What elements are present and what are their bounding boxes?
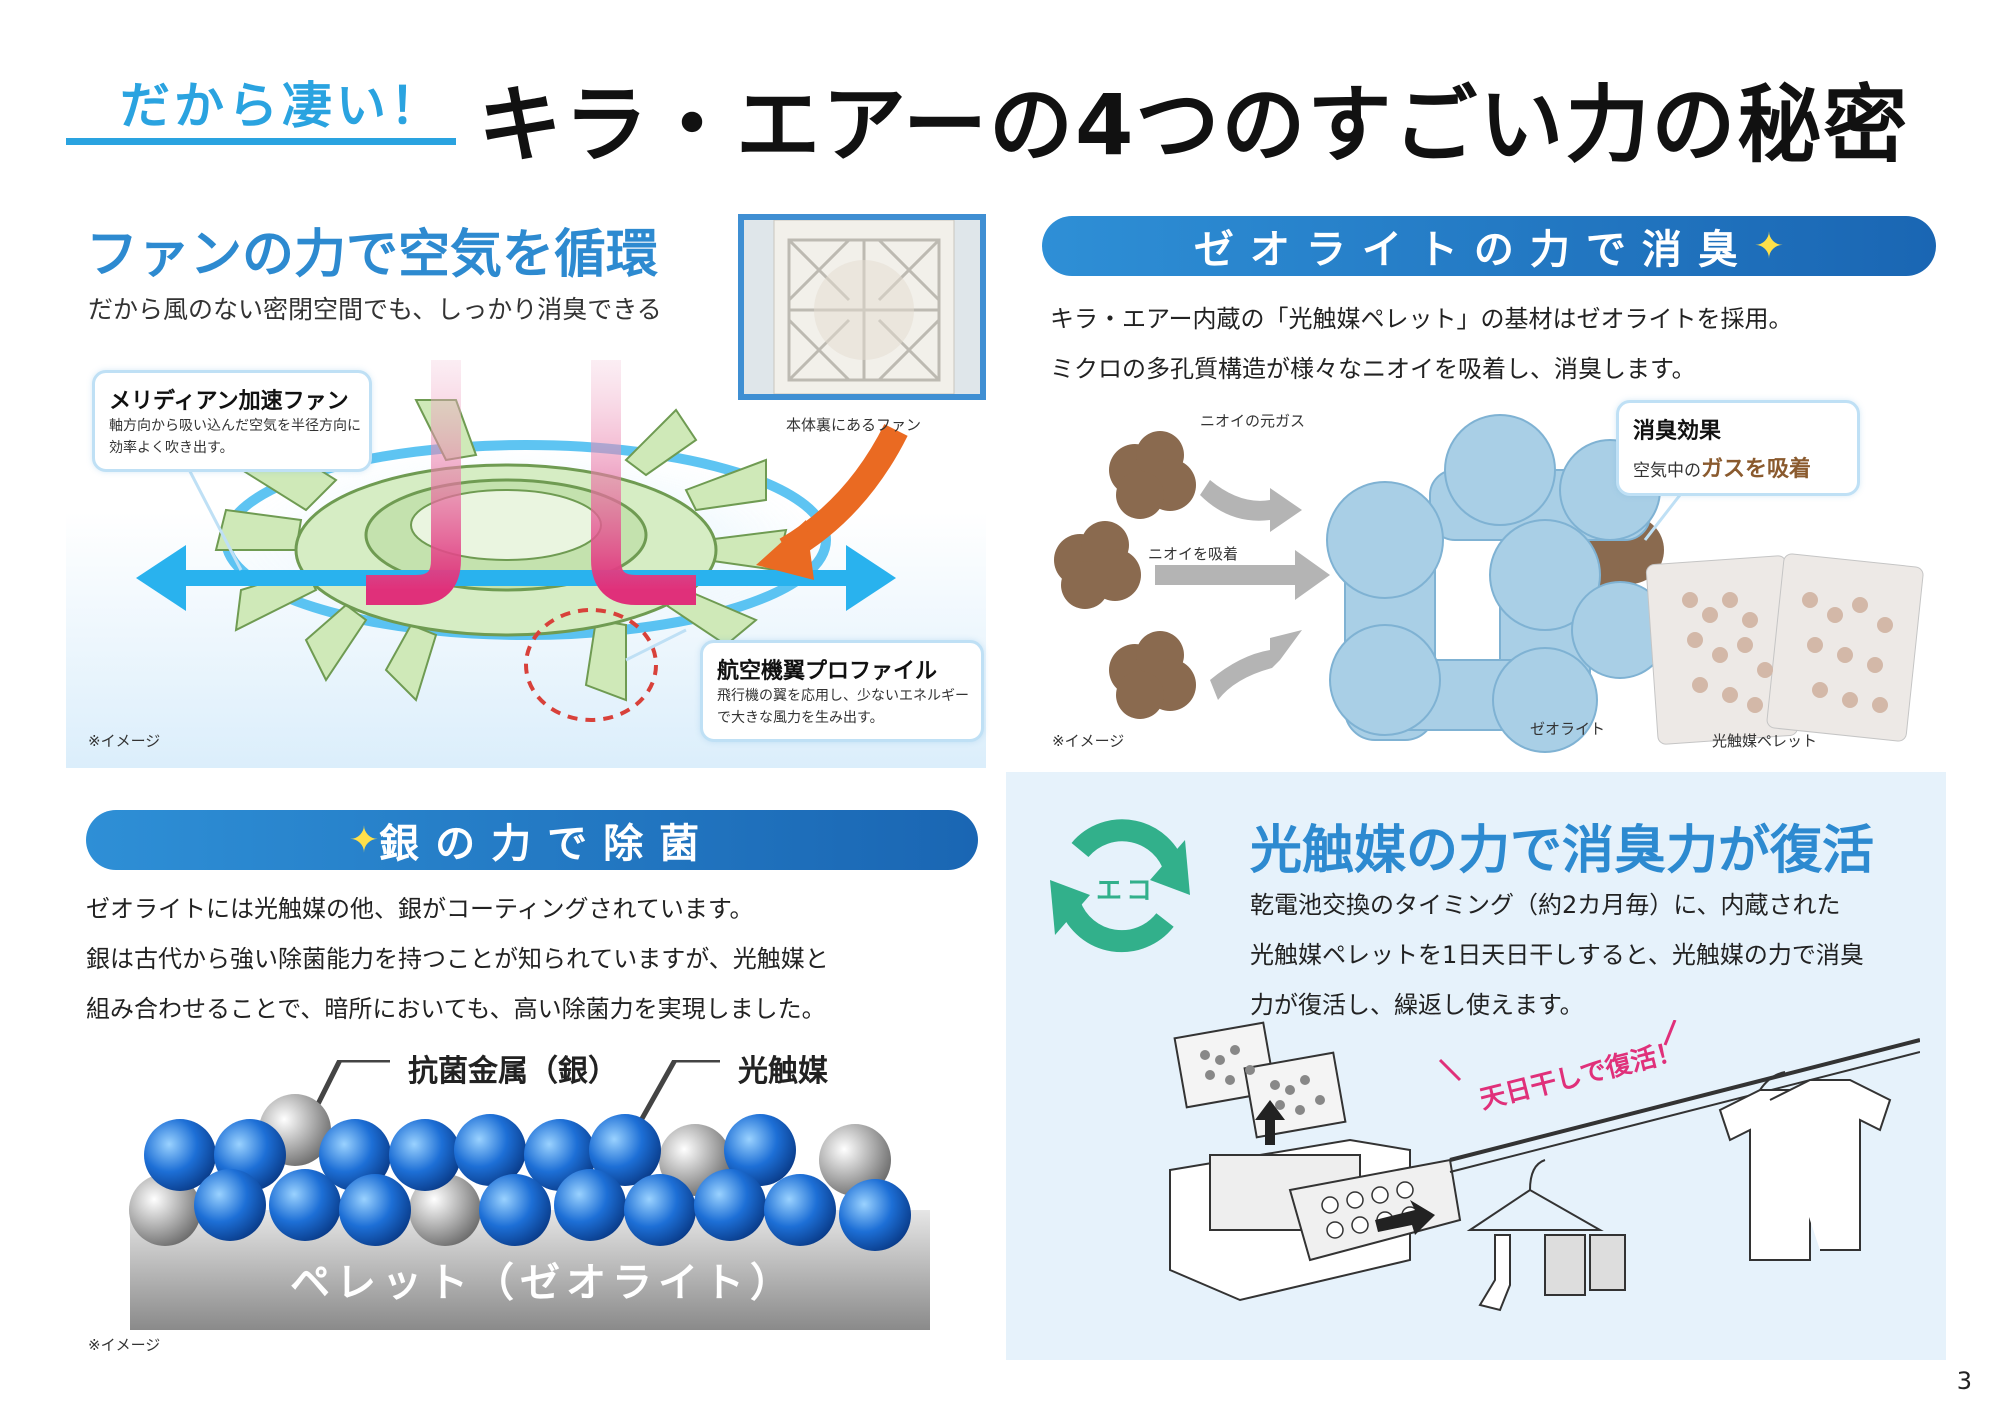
zeolite-heading-pill: ゼオライトの力で消臭 ✦ <box>1042 216 1936 276</box>
eco-label: エコ <box>1096 876 1157 906</box>
silver-illustration <box>129 1060 930 1330</box>
fan-image-note: ※イメージ <box>88 732 161 750</box>
silver-heading-pill: ✦ 銀の力で除菌 <box>86 810 978 870</box>
callout-text: 軸方向から吸い込んだ空気を半径方向に <box>109 418 361 434</box>
fan-photo-caption: 本体裏にあるファン <box>786 416 922 434</box>
callout-title: メリディアン加速ファン <box>109 389 349 414</box>
sparkle-icon: ✦ <box>348 819 380 861</box>
zeolite-illustration <box>1054 414 1924 753</box>
page-number: 3 <box>1956 1367 1972 1395</box>
fan-illustration <box>136 360 908 722</box>
callout-title: 消臭効果 <box>1633 419 1722 444</box>
label-zeolite: ゼオライト <box>1530 720 1606 738</box>
fan-photo <box>738 214 986 400</box>
silver-text-3: 組み合わせることで、暗所においても、高い除菌力を実現しました。 <box>86 995 826 1023</box>
zeolite-callout-effect: 消臭効果 空気中のガスを吸着 <box>1616 400 1860 496</box>
label-odor-adsorb: ニオイを吸着 <box>1148 545 1239 563</box>
label-antibacterial-silver: 抗菌金属（銀） <box>408 1054 618 1089</box>
zeolite-image-note: ※イメージ <box>1052 732 1125 750</box>
silver-text-2: 銀は古代から強い除菌能力を持つことが知られていますが、光触媒と <box>86 945 829 973</box>
silver-heading: 銀の力で除菌 <box>379 821 716 867</box>
callout-text: で大きな風力を生み出す。 <box>717 710 884 726</box>
fan-heading: ファンの力で空気を循環 <box>86 225 659 285</box>
zeolite-heading: ゼオライトの力で消臭 <box>1193 227 1754 273</box>
label-odor-gas: ニオイの元ガス <box>1200 412 1306 430</box>
zeolite-text-2: ミクロの多孔質構造が様々なニオイを吸着し、消臭します。 <box>1050 355 1696 383</box>
fan-callout-airfoil: 航空機翼プロファイル 飛行機の翼を応用し、少ないエネルギー で大きな風力を生み出… <box>700 640 984 742</box>
revive-text-3: 力が復活し、繰返し使えます。 <box>1250 991 1584 1019</box>
revive-text-2: 光触媒ペレットを1日天日干しすると、光触媒の力で消臭 <box>1250 941 1864 969</box>
callout-text: 効率よく吹き出す。 <box>109 440 234 456</box>
sparkle-icon: ✦ <box>1753 225 1785 267</box>
label-pellet: 光触媒ペレット <box>1712 732 1818 750</box>
callout-text: 飛行機の翼を応用し、少ないエネルギー <box>717 688 969 704</box>
page-title: キラ・エアーの4つのすごい力の秘密 <box>478 76 1910 174</box>
fan-photo-image <box>744 219 980 395</box>
label-photocatalyst: 光触媒 <box>738 1054 828 1089</box>
revive-illustration <box>1169 1020 1920 1312</box>
fan-callout-meridian: メリディアン加速ファン 軸方向から吸い込んだ空気を半径方向に 効率よく吹き出す。 <box>92 370 372 472</box>
header-kicker: だから凄い！ <box>120 77 444 135</box>
silver-text-1: ゼオライトには光触媒の他、銀がコーティングされています。 <box>86 895 754 923</box>
callout-title: 航空機翼プロファイル <box>717 659 938 684</box>
revive-heading: 光触媒の力で消臭力が復活 <box>1250 821 1875 881</box>
revive-text-1: 乾電池交換のタイミング（約2カ月毎）に、内蔵された <box>1250 891 1841 919</box>
callout-text: 空気中の <box>1633 461 1701 481</box>
fan-subheading: だから風のない密閉空間でも、しっかり消臭できる <box>88 295 662 324</box>
zeolite-text-1: キラ・エアー内蔵の「光触媒ペレット」の基材はゼオライトを採用。 <box>1050 305 1793 333</box>
callout-emphasis: ガスを吸着 <box>1701 457 1812 482</box>
silver-image-note: ※イメージ <box>88 1336 161 1354</box>
label-pellet-base: ペレット（ゼオライト） <box>290 1260 796 1306</box>
eco-recycle-icon <box>1050 819 1190 953</box>
header-underline <box>66 138 456 145</box>
